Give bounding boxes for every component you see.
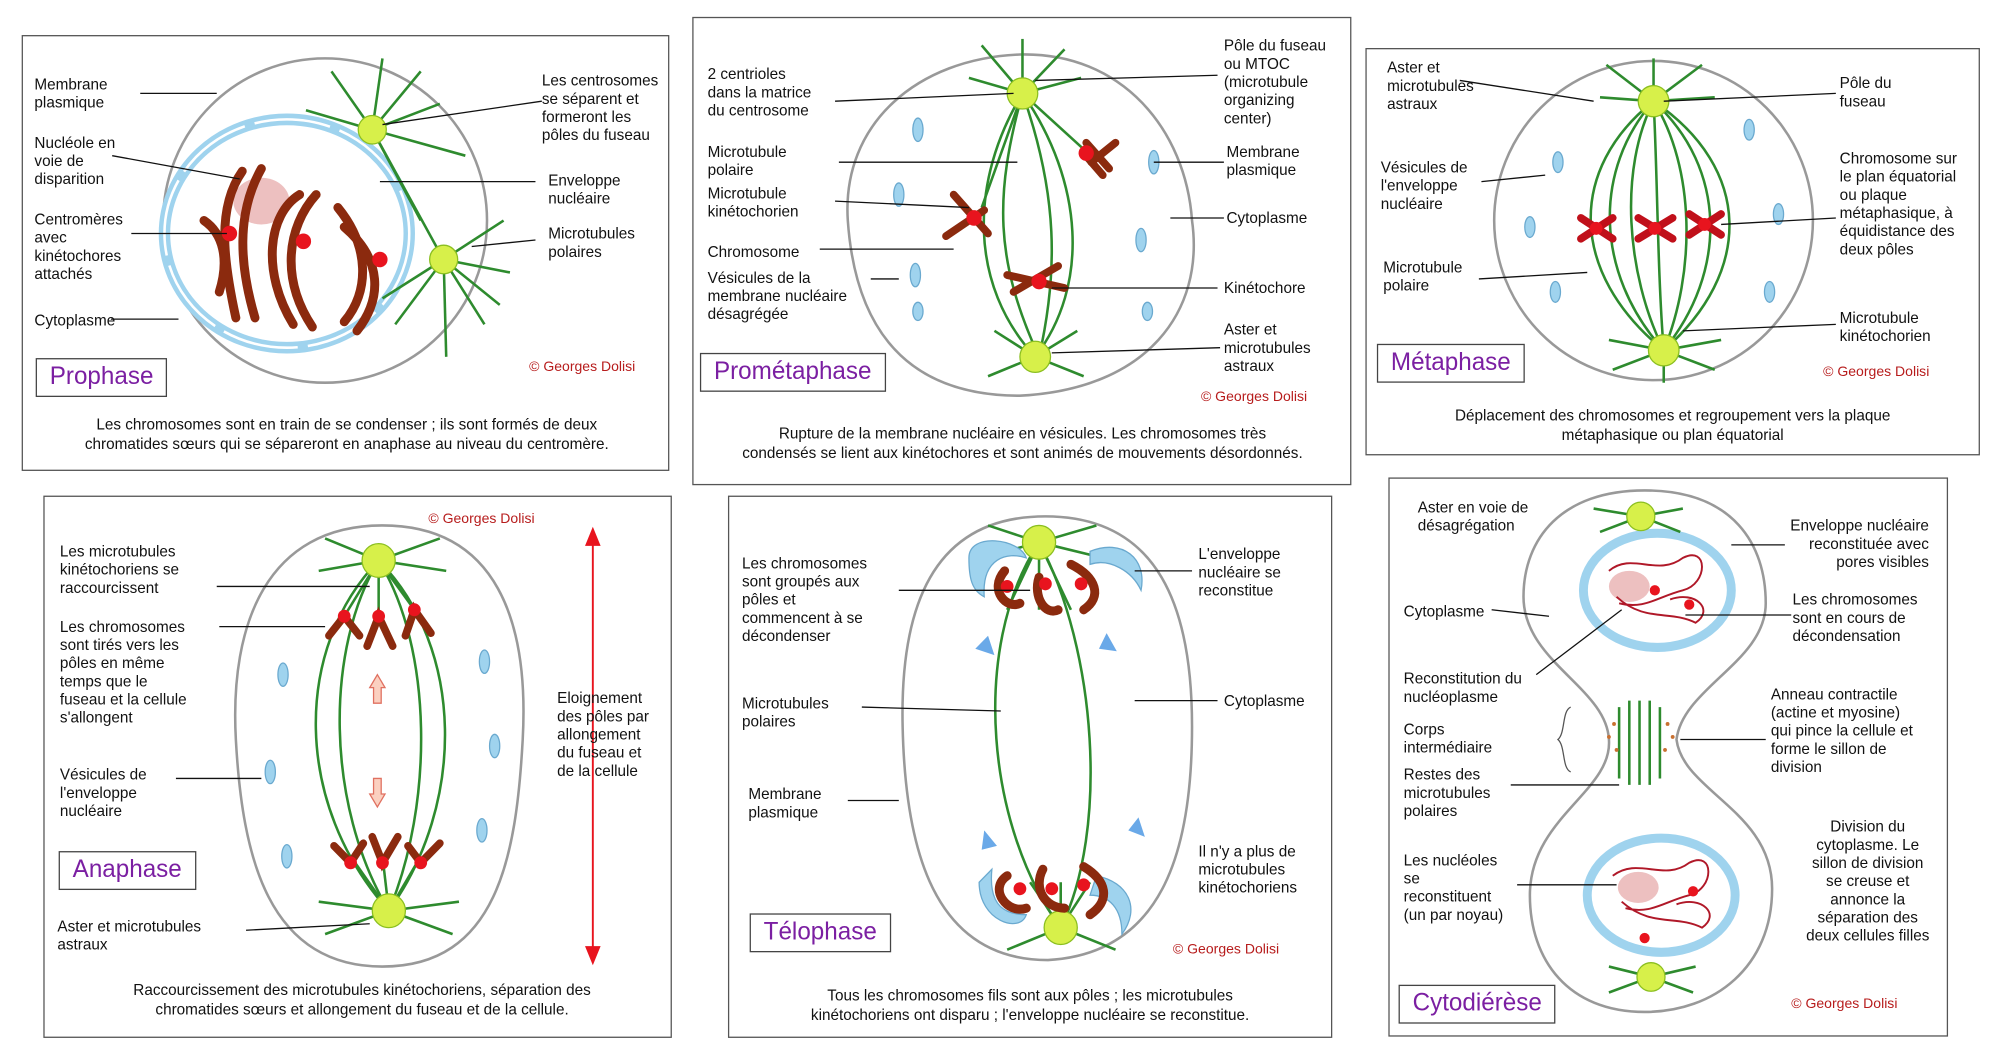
prometaphase-copyright: © Georges Dolisi xyxy=(1200,389,1308,405)
prophase-label-microtubules: Microtubules polaires xyxy=(548,224,635,261)
metaphase-caption: Déplacement des chromosomes et regroupem… xyxy=(1454,406,1891,444)
telophase-label-plus-mt: Il n'y a plus de microtubules kinétochor… xyxy=(1198,842,1298,897)
metaphase-label-vesicules: Vésicules de l'enveloppe nucléaire xyxy=(1380,158,1468,213)
prometaphase-label-chromosome: Chromosome xyxy=(707,242,800,261)
cytodierese-label-division: Division du cytoplasme. Le sillon de div… xyxy=(1806,817,1930,945)
anaphase-label-eloignement: Eloignement des pôles par allongement du… xyxy=(557,688,649,780)
metaphase-label-pole: Pôle du fuseau xyxy=(1839,73,1892,111)
anaphase-label-mt-kineto: Les microtubules kinétochoriens se racco… xyxy=(59,542,179,597)
cytodierese-copyright: © Georges Dolisi xyxy=(1791,996,1898,1012)
cytodierese-label-anneau: Anneau contractile (actine et myosine) q… xyxy=(1770,685,1913,776)
prometaphase-label-mt-polaire: Microtubule polaire xyxy=(707,142,787,180)
cytodierese-label-aster: Aster en voie de désagrégation xyxy=(1417,498,1529,535)
prophase-label-centrosomes: Les centrosomes se séparent et formeront… xyxy=(541,71,659,145)
metaphase-label-aster: Aster et microtubules astraux xyxy=(1387,58,1474,113)
anaphase-title: Anaphase xyxy=(58,851,196,891)
metaphase-label-mt-kineto: Microtubule kinétochorien xyxy=(1839,308,1931,346)
telophase-label-enveloppe: L'enveloppe nucléaire se reconstitue xyxy=(1198,544,1281,600)
telophase-label-groupes: Les chromosomes sont groupés aux pôles e… xyxy=(741,553,867,645)
telophase-caption: Tous les chromosomes fils sont aux pôles… xyxy=(810,986,1250,1024)
prometaphase-label-pole: Pôle du fuseau ou MTOC (microtubule orga… xyxy=(1223,36,1326,128)
metaphase-copyright: © Georges Dolisi xyxy=(1823,364,1930,381)
telophase-label-mt-polaires: Microtubules polaires xyxy=(741,694,829,731)
telophase-title: Télophase xyxy=(749,913,891,953)
prophase-label-nucleole: Nucléole en voie de disparition xyxy=(34,133,116,189)
anaphase-copyright: © Georges Dolisi xyxy=(428,511,535,527)
cytodierese-label-nucleoles: Les nucléoles se reconstituent (un par n… xyxy=(1403,851,1504,924)
anaphase-caption: Raccourcissement des microtubules kinéto… xyxy=(133,980,591,1019)
prophase-copyright: © Georges Dolisi xyxy=(529,359,636,375)
prometaphase-label-centrioles: 2 centrioles dans la matrice du centroso… xyxy=(707,64,812,120)
prometaphase-label-vesicules: Vésicules de la membrane nucléaire désag… xyxy=(707,268,848,324)
anaphase-label-tires: Les chromosomes sont tirés vers les pôle… xyxy=(59,617,187,727)
prometaphase-label-cytoplasme: Cytoplasme xyxy=(1226,208,1308,228)
cytodierese-title: Cytodiérèse xyxy=(1398,984,1556,1024)
cytodierese-label-cytoplasme: Cytoplasme xyxy=(1403,601,1485,621)
prometaphase-label-aster: Aster et microtubules astraux xyxy=(1223,320,1311,375)
prophase-label-enveloppe: Enveloppe nucléaire xyxy=(548,171,621,208)
prophase-title: Prophase xyxy=(35,358,168,398)
prometaphase-label-membrane: Membrane plasmique xyxy=(1226,142,1300,180)
prometaphase-title: Prométaphase xyxy=(699,352,886,392)
cytodierese-label-restes: Restes des microtubules polaires xyxy=(1403,765,1491,820)
prometaphase-caption: Rupture de la membrane nucléaire en vési… xyxy=(742,424,1303,462)
cytodierese-label-corps: Corps intermédiaire xyxy=(1403,720,1493,757)
prometaphase-label-kinetochore: Kinétochore xyxy=(1223,278,1306,298)
prometaphase-label-mt-kineto: Microtubule kinétochorien xyxy=(707,184,799,221)
cytodierese-label-decondensation: Les chromosomes sont en cours de déconde… xyxy=(1792,590,1918,645)
prophase-label-membrane: Membrane plasmique xyxy=(34,75,108,112)
metaphase-label-chromosome: Chromosome sur le plan équatorial ou pla… xyxy=(1839,149,1958,259)
anaphase-label-vesicules: Vésicules de l'enveloppe nucléaire xyxy=(59,765,147,820)
cytodierese-label-enveloppe: Enveloppe nucléaire reconstituée avec po… xyxy=(1790,516,1929,571)
prophase-label-centromeres: Centromères avec kinétochores attachés xyxy=(34,210,123,283)
telophase-label-cytoplasme: Cytoplasme xyxy=(1223,691,1305,710)
telophase-label-membrane: Membrane plasmique xyxy=(748,784,822,822)
prophase-caption: Les chromosomes sont en train de se cond… xyxy=(84,415,609,453)
telophase-copyright: © Georges Dolisi xyxy=(1172,941,1280,958)
prophase-label-cytoplasme: Cytoplasme xyxy=(34,311,116,330)
metaphase-title: Métaphase xyxy=(1376,343,1525,383)
anaphase-label-aster: Aster et microtubules astraux xyxy=(57,917,202,954)
metaphase-label-mt-polaire: Microtubule polaire xyxy=(1383,258,1463,295)
cytodierese-label-nucleoplasme: Reconstitution du nucléoplasme xyxy=(1403,669,1522,706)
